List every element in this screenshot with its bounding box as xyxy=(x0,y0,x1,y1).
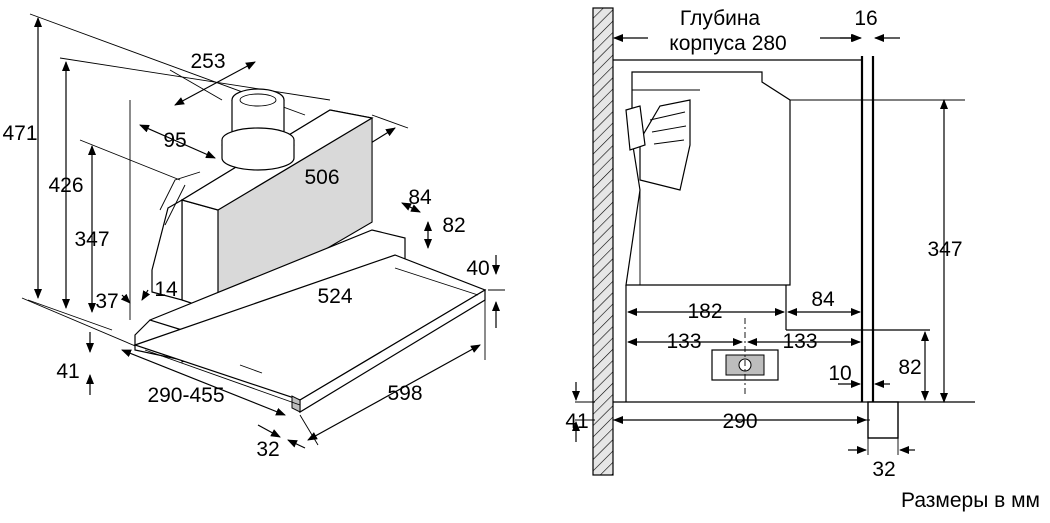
dim-32: 32 xyxy=(256,438,279,461)
wall xyxy=(592,7,614,476)
dim-37: 37 xyxy=(95,290,118,313)
dim-82: 82 xyxy=(442,214,465,237)
front-panel xyxy=(867,401,899,439)
dim-290-455: 290-455 xyxy=(147,384,224,407)
dim-598: 598 xyxy=(387,382,422,405)
dim-182: 182 xyxy=(687,300,722,323)
dim-290-side: 290 xyxy=(722,410,757,433)
dim-41: 41 xyxy=(56,360,79,383)
dim-14: 14 xyxy=(154,278,178,301)
dim-84-side: 84 xyxy=(811,288,835,311)
left-dim-labels: 471 426 347 253 95 506 84 82 40 524 37 1… xyxy=(2,50,489,461)
dim-471: 471 xyxy=(2,122,37,145)
units-note: Размеры в мм xyxy=(901,489,1040,512)
right-dim-labels: Глубина корпуса 280 16 347 182 84 133 13… xyxy=(565,7,1040,512)
dim-84: 84 xyxy=(408,186,432,209)
depth-label-line2: корпуса 280 xyxy=(669,32,786,55)
dim-95: 95 xyxy=(163,129,186,152)
dim-133-left: 133 xyxy=(666,330,701,353)
dim-253: 253 xyxy=(190,50,225,73)
dim-41-side: 41 xyxy=(565,410,588,433)
dim-524: 524 xyxy=(317,285,352,308)
dim-40: 40 xyxy=(466,257,489,280)
dim-16: 16 xyxy=(854,7,877,30)
dim-506: 506 xyxy=(304,166,339,189)
side-section-view xyxy=(572,7,975,476)
dim-347-side: 347 xyxy=(927,238,962,261)
dim-426: 426 xyxy=(48,174,83,197)
dim-32-side: 32 xyxy=(872,458,895,481)
dim-133-right: 133 xyxy=(782,330,817,353)
dim-347: 347 xyxy=(74,228,109,251)
dim-10: 10 xyxy=(828,362,851,385)
isometric-view xyxy=(21,13,505,449)
dim-82-side: 82 xyxy=(898,356,921,379)
depth-label-line1: Глубина xyxy=(680,7,761,30)
